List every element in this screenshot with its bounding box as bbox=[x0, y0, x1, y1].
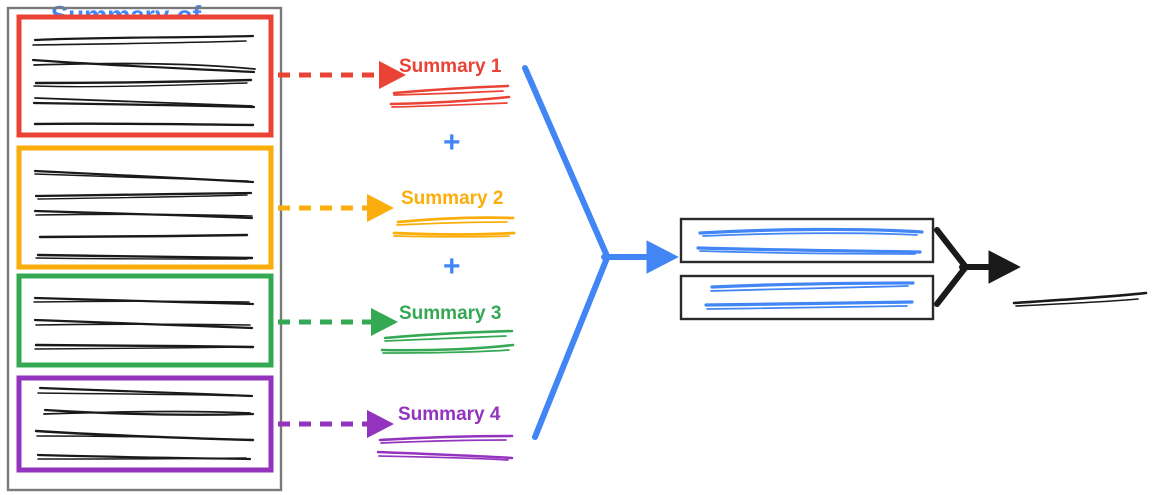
plus-operator-2: + bbox=[443, 250, 461, 283]
scribble-lines bbox=[33, 169, 255, 260]
summary-of-summaries-box-2[interactable] bbox=[679, 274, 935, 321]
summary-2-lines bbox=[392, 216, 516, 238]
document-collection-frame bbox=[6, 6, 283, 492]
summary-4-label: Summary 4 bbox=[398, 404, 501, 425]
merge-arrow-black bbox=[934, 227, 1021, 307]
summary-4-lines bbox=[376, 434, 514, 461]
scribble-lines bbox=[31, 34, 256, 127]
plus-operator-1: + bbox=[443, 126, 461, 159]
summary-3-label: Summary 3 bbox=[399, 303, 502, 324]
scribble-lines bbox=[34, 386, 255, 461]
summary-2-label: Summary 2 bbox=[401, 188, 504, 209]
summary-3-lines bbox=[380, 329, 515, 354]
document-group-1[interactable] bbox=[16, 14, 274, 138]
final-output-line bbox=[1012, 291, 1148, 307]
summary-of-summaries-box-1[interactable] bbox=[679, 217, 935, 264]
document-group-4[interactable] bbox=[16, 375, 274, 473]
summary-1-lines bbox=[389, 84, 511, 108]
summary-1-label: Summary 1 bbox=[399, 56, 502, 77]
scribble-lines bbox=[33, 296, 255, 350]
document-group-2[interactable] bbox=[16, 145, 274, 270]
document-group-3[interactable] bbox=[16, 273, 274, 368]
merge-arrow-blue bbox=[522, 65, 679, 440]
